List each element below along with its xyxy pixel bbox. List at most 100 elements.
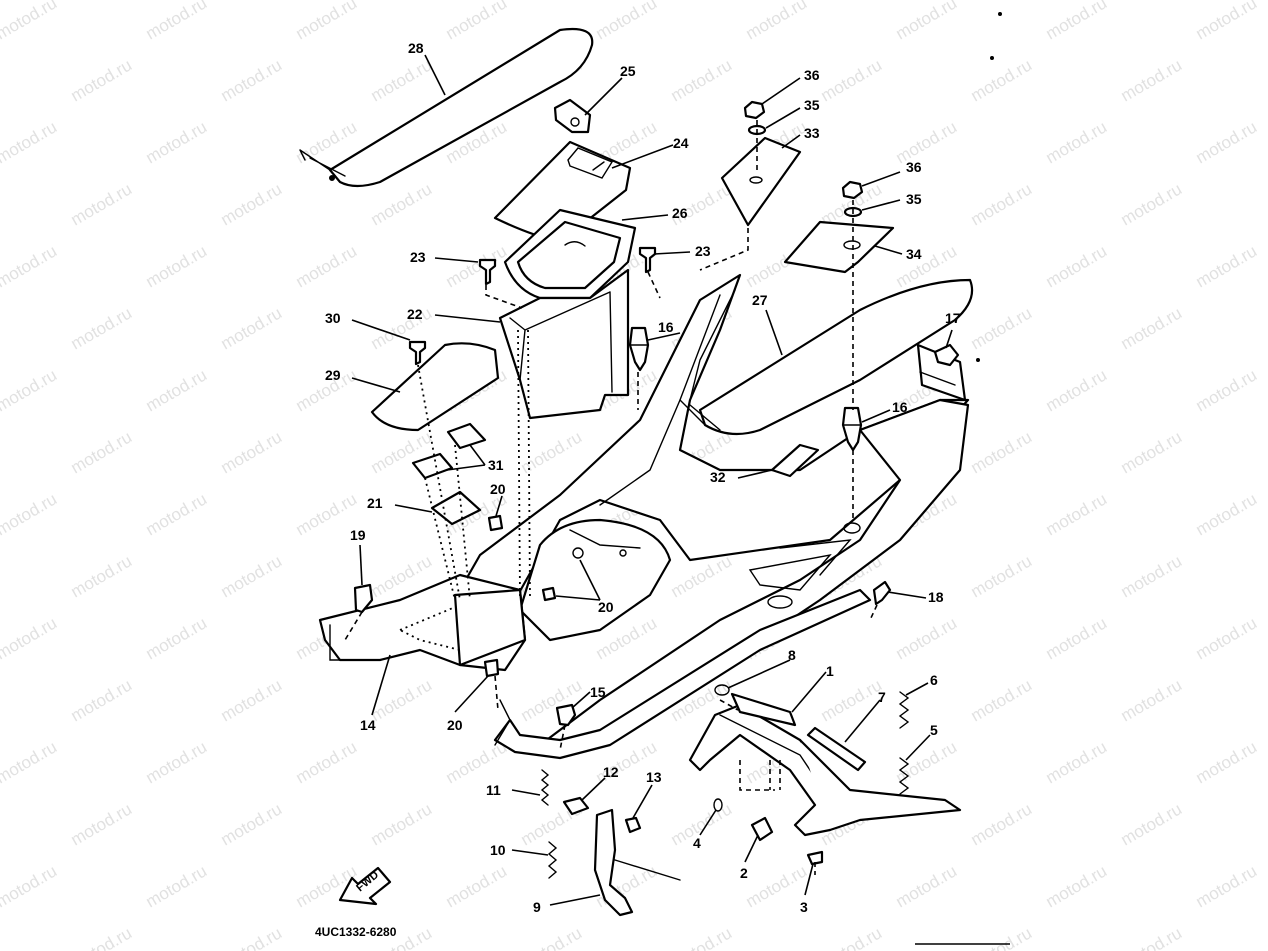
watermark-text: motod.ru [0,117,60,167]
watermark-text: motod.ru [968,675,1036,725]
watermark-text: motod.ru [893,0,961,43]
watermark-text: motod.ru [0,861,60,911]
label-3: 3 [800,899,808,915]
corner-marks [915,12,1010,945]
watermark-text: motod.ru [968,551,1036,601]
watermark-text: motod.ru [668,923,736,951]
watermark-text: motod.ru [68,179,136,229]
label-32: 32 [710,469,726,485]
label-30: 30 [325,310,341,326]
watermark-text: motod.ru [68,55,136,105]
label-5: 5 [930,722,938,738]
watermark-text: motod.ru [218,427,286,477]
watermark-text: motod.ru [68,923,136,951]
watermark-text: motod.ru [293,0,361,43]
watermark-text: motod.ru [1118,675,1186,725]
watermark-text: motod.ru [1043,737,1111,787]
label-8: 8 [788,647,796,663]
watermark-text: motod.ru [1118,179,1186,229]
watermark-text: motod.ru [893,861,961,911]
watermark-text: motod.ru [368,55,436,105]
watermark-text: motod.ru [668,799,736,849]
label-16-a: 16 [658,319,674,335]
watermark-text: motod.ru [1193,489,1261,539]
watermark-text: motod.ru [68,427,136,477]
watermark-text: motod.ru [143,737,211,787]
label-2: 2 [740,865,748,881]
label-26: 26 [672,205,688,221]
watermark-text: motod.ru [1043,613,1111,663]
label-21: 21 [367,495,383,511]
watermark-text: motod.ru [1043,861,1111,911]
watermark-text: motod.ru [968,179,1036,229]
watermark-text: motod.ru [1193,0,1261,43]
label-31: 31 [488,457,504,473]
label-35-a: 35 [804,97,820,113]
label-24: 24 [673,135,689,151]
watermark-text: motod.ru [1193,737,1261,787]
watermark-text: motod.ru [143,241,211,291]
watermark-text: motod.ru [368,179,436,229]
label-4: 4 [693,835,701,851]
label-6: 6 [930,672,938,688]
part-hardware [353,100,960,866]
label-20-c: 20 [447,717,463,733]
label-34: 34 [906,246,922,262]
callouts: 1 2 3 4 5 6 7 8 9 10 11 12 13 14 15 16 1… [325,40,961,915]
label-22: 22 [407,306,423,322]
watermark-text: motod.ru [0,0,60,43]
label-13: 13 [646,769,662,785]
watermark-text: motod.ru [68,551,136,601]
watermark-text: motod.ru [1193,613,1261,663]
label-36-a: 36 [804,67,820,83]
watermark-text: motod.ru [818,675,886,725]
label-16-b: 16 [892,399,908,415]
watermark-text: motod.ru [968,427,1036,477]
watermark-text: motod.ru [0,365,60,415]
part-28-cover [299,27,594,188]
part-main-body [318,273,970,760]
watermark-text: motod.ru [443,861,511,911]
watermark-text: motod.ru [518,923,586,951]
label-7: 7 [878,689,886,705]
watermark-text: motod.ru [218,799,286,849]
watermark-text: motod.ru [1118,55,1186,105]
watermark-text: motod.ru [368,675,436,725]
watermark-text: motod.ru [1043,117,1111,167]
watermark-text: motod.ru [0,613,60,663]
watermark-text: motod.ru [293,241,361,291]
watermark-text: motod.ru [968,55,1036,105]
label-20-a: 20 [490,481,506,497]
label-17: 17 [945,310,961,326]
label-19: 19 [350,527,366,543]
label-20-b: 20 [598,599,614,615]
watermark-text: motod.ru [218,303,286,353]
watermark-text: motod.ru [893,613,961,663]
watermark-text: motod.ru [1193,117,1261,167]
label-14: 14 [360,717,376,733]
watermark-text: motod.ru [743,0,811,43]
watermark-text: motod.ru [1118,923,1186,951]
part-26-22-box [498,208,637,420]
watermark-text: motod.ru [0,241,60,291]
watermark-text: motod.ru [1193,241,1261,291]
watermark-text: motod.ru [0,737,60,787]
watermark-text: motod.ru [143,613,211,663]
assembly-lines [344,120,956,875]
watermark-text: motod.ru [68,799,136,849]
watermark-text: motod.ru [1043,241,1111,291]
watermark-text: motod.ru [668,55,736,105]
label-23-b: 23 [695,243,711,259]
part-25-clip [553,98,592,134]
watermark-text: motod.ru [143,365,211,415]
watermark-text: motod.ru [293,737,361,787]
label-35-b: 35 [906,191,922,207]
label-25: 25 [620,63,636,79]
watermark-text: motod.ru [1043,365,1111,415]
part-33-34-brackets [720,136,895,274]
watermark-text: motod.ru [893,117,961,167]
watermark-text: motod.ru [218,55,286,105]
part-32-emblem [770,443,820,478]
watermark-text: motod.ru [0,489,60,539]
